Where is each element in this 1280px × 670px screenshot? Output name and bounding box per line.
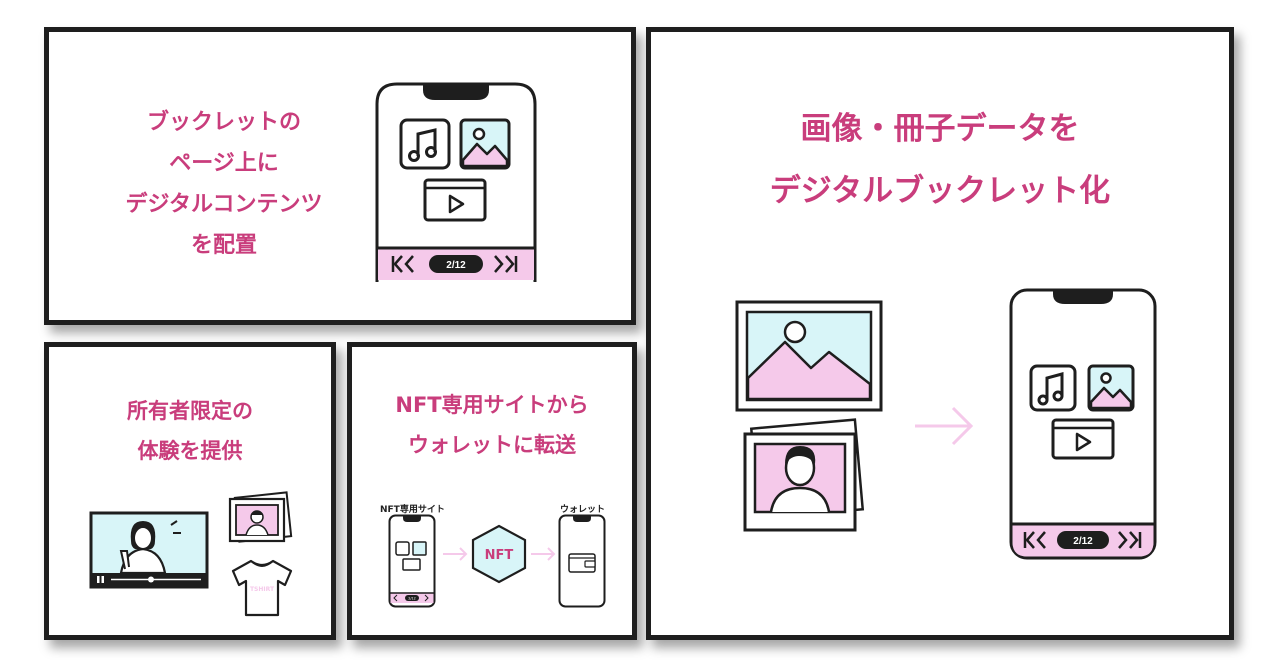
panel-booklet: ブックレットの ページ上に デジタルコンテンツ を配置 [44,27,636,325]
image-icon [459,118,511,170]
arrow-right-icon [915,406,974,446]
pause-icon [97,576,104,583]
video-icon [423,178,487,222]
last-page-icon [505,255,518,273]
nft-site-phone: 2/12 [388,514,436,608]
photo-stack-illustration [228,491,293,543]
image-icon [1087,364,1135,412]
next-page-icon [424,594,429,602]
image-icon [412,541,427,556]
video-icon [1051,418,1115,460]
tshirt-illustration: TSHIRT [231,559,293,617]
video-player-illustration [89,511,209,589]
panel-transfer: NFT専用サイトから ウォレットに転送 NFT専用サイト ウォレット 2/12 … [347,342,637,640]
music-icon [1029,364,1077,412]
tshirt-print: TSHIRT [250,586,275,593]
nft-hexagon-badge: NFT [471,524,527,584]
last-page-icon [1129,531,1142,549]
page-counter [405,595,419,601]
wallet-label: ウォレット [560,505,606,515]
video-icon [402,558,421,571]
next-page-icon [1118,531,1128,549]
page-counter-text: 2/12 [408,597,416,601]
caption-line: 画像・冊子データを [800,111,1080,147]
caption-line: ウォレットに転送 [408,433,576,457]
wallet-phone [558,514,606,608]
arrow-right-icon [443,547,468,561]
nft-label: NFT [485,548,514,563]
transfer-caption: NFT専用サイトから ウォレットに転送 [352,385,632,465]
panel-digitize: 画像・冊子データを デジタルブックレット化 [646,27,1234,640]
digitize-caption: 画像・冊子データを デジタルブックレット化 [651,98,1229,222]
prev-page-icon [393,594,398,602]
prev-page-icon [1036,531,1046,549]
nft-site-label: NFT専用サイト [380,505,445,515]
phone-illustration: 2/12 [375,82,537,282]
caption-line: NFT専用サイトから [395,393,589,417]
panel-owner: 所有者限定の 体験を提供 TSHIRT [44,342,336,640]
seek-handle [148,576,154,583]
phone-illustration: 2/12 [1009,288,1157,560]
first-page-icon [1023,531,1035,549]
caption-line: を配置 [190,233,257,258]
caption-line: デジタルコンテンツ [125,192,323,217]
page-counter [1057,531,1109,549]
page-counter-text: 2/12 [446,260,466,271]
wallet-icon [568,553,596,573]
caption-line: ページ上に [169,151,279,176]
picture-frame-illustration [735,300,883,412]
portrait-photos-illustration [743,418,865,532]
caption-line: 体験を提供 [137,439,243,463]
page-counter [429,255,483,273]
owner-caption: 所有者限定の 体験を提供 [49,391,331,471]
music-icon [395,541,410,556]
next-page-icon [494,255,504,273]
arrow-right-icon [531,547,556,561]
page-counter-text: 2/12 [1073,536,1093,547]
prev-page-icon [404,255,414,273]
booklet-caption: ブックレットの ページ上に デジタルコンテンツ を配置 [79,102,369,266]
caption-line: 所有者限定の [127,399,253,423]
caption-line: デジタルブックレット化 [769,173,1111,209]
caption-line: ブックレットの [146,110,301,135]
first-page-icon [391,255,403,273]
music-icon [399,118,451,170]
